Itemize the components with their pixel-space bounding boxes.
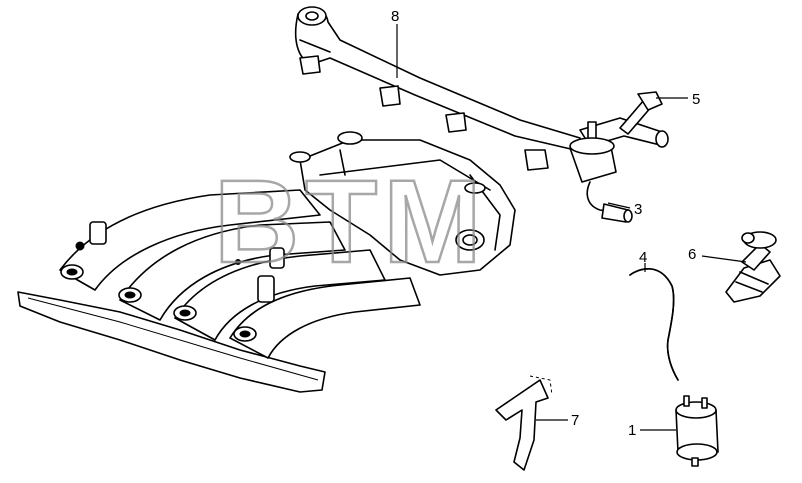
callout-label: 7 [571, 412, 579, 429]
callout-4: 4 [639, 249, 647, 272]
callout-8: 8 [391, 8, 399, 78]
solenoid-canister [675, 395, 719, 467]
intake-manifold [17, 131, 516, 393]
callout-label: 1 [628, 422, 636, 439]
fuel-pressure-regulator [569, 121, 633, 223]
watermark: BTM [214, 156, 488, 288]
fuel-injector [725, 231, 781, 303]
callout-label: 4 [639, 249, 647, 266]
vacuum-hose [629, 268, 679, 381]
callout-label: 8 [391, 8, 399, 25]
callout-label: 6 [688, 246, 696, 263]
callout-label: 5 [692, 91, 700, 108]
callout-label: 3 [634, 201, 642, 218]
callout-1: 1 [628, 422, 676, 439]
bracket [495, 375, 553, 471]
callout-6: 6 [688, 246, 747, 263]
callout-5: 5 [656, 91, 700, 108]
callout-3: 3 [607, 201, 642, 218]
callout-7: 7 [536, 412, 579, 429]
bolt [619, 91, 663, 135]
